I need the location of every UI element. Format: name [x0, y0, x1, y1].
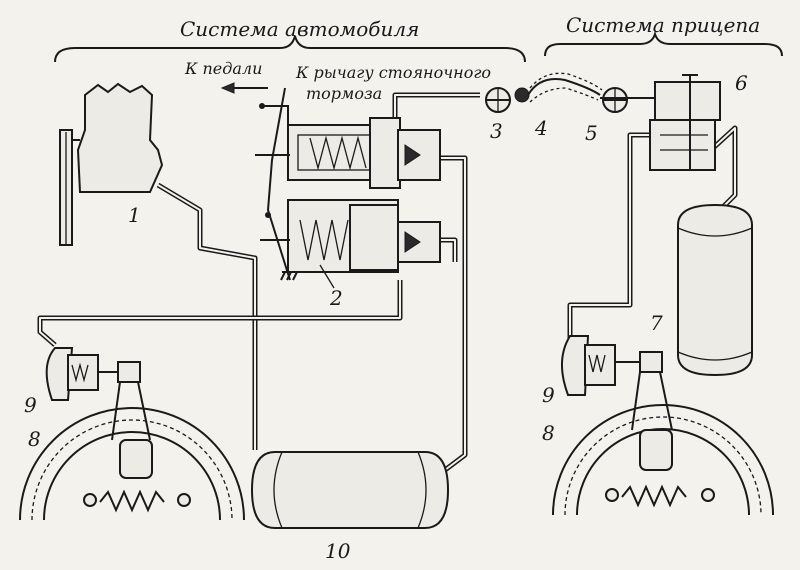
callout-1: 1 [128, 203, 141, 227]
coupling-head [514, 72, 603, 103]
disconnect-valve-trailer [600, 87, 660, 113]
to-pedal-label: К педали [184, 59, 262, 78]
trailer-air-receiver [677, 203, 753, 377]
brake-valve [255, 87, 441, 281]
callout-9-right: 9 [542, 383, 555, 407]
trailer-brake-drum [552, 371, 774, 516]
trailer-system-brace [544, 30, 783, 57]
disconnect-valve-vehicle [485, 87, 511, 113]
callout-10: 10 [325, 539, 351, 563]
to-pedal-arrowhead [220, 82, 235, 94]
vehicle-air-receiver [250, 451, 450, 529]
air-distributor [649, 74, 721, 171]
callout-4: 4 [534, 116, 548, 140]
callout-5: 5 [585, 121, 598, 145]
callout-3: 3 [490, 119, 503, 143]
compressor [59, 82, 164, 246]
callout-9-left: 9 [24, 393, 37, 417]
vehicle-system-heading: Система автомобиля [180, 17, 419, 41]
callout-8-left: 8 [28, 427, 41, 451]
vehicle-system-brace [54, 35, 526, 63]
callout-2-leader [319, 264, 335, 289]
callout-8-right: 8 [542, 421, 555, 445]
to-lever-label-2: тормоза [306, 84, 382, 103]
vehicle-brake-drum [19, 381, 245, 521]
vehicle-brake-chamber [45, 347, 141, 401]
callout-2: 2 [329, 286, 343, 310]
callout-6: 6 [735, 71, 748, 95]
trailer-system-heading: Система прицепа [566, 13, 760, 37]
callout-7: 7 [650, 311, 663, 335]
trailer-brake-chamber [561, 335, 663, 396]
air-pipes [37, 92, 738, 472]
to-lever-label-1: К рычагу стояночного [295, 63, 491, 82]
